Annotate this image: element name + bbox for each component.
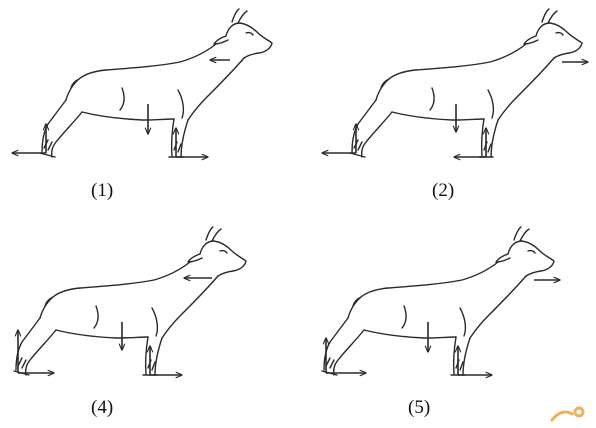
goat-outline-icon [39,8,273,158]
goat-outline-icon [349,8,583,158]
panel-5-label: (5) [408,397,431,418]
panel-2-label: (2) [432,180,455,201]
panel-1-label: (1) [91,180,114,201]
panel-4-label: (4) [91,397,114,418]
panel-4 [13,226,247,376]
watermark-mark [550,406,585,422]
panel-2 [322,8,588,158]
panel-5 [321,226,560,376]
goat-outline-icon [321,226,555,376]
goat-outline-icon [13,226,247,376]
panel-1 [12,8,273,158]
